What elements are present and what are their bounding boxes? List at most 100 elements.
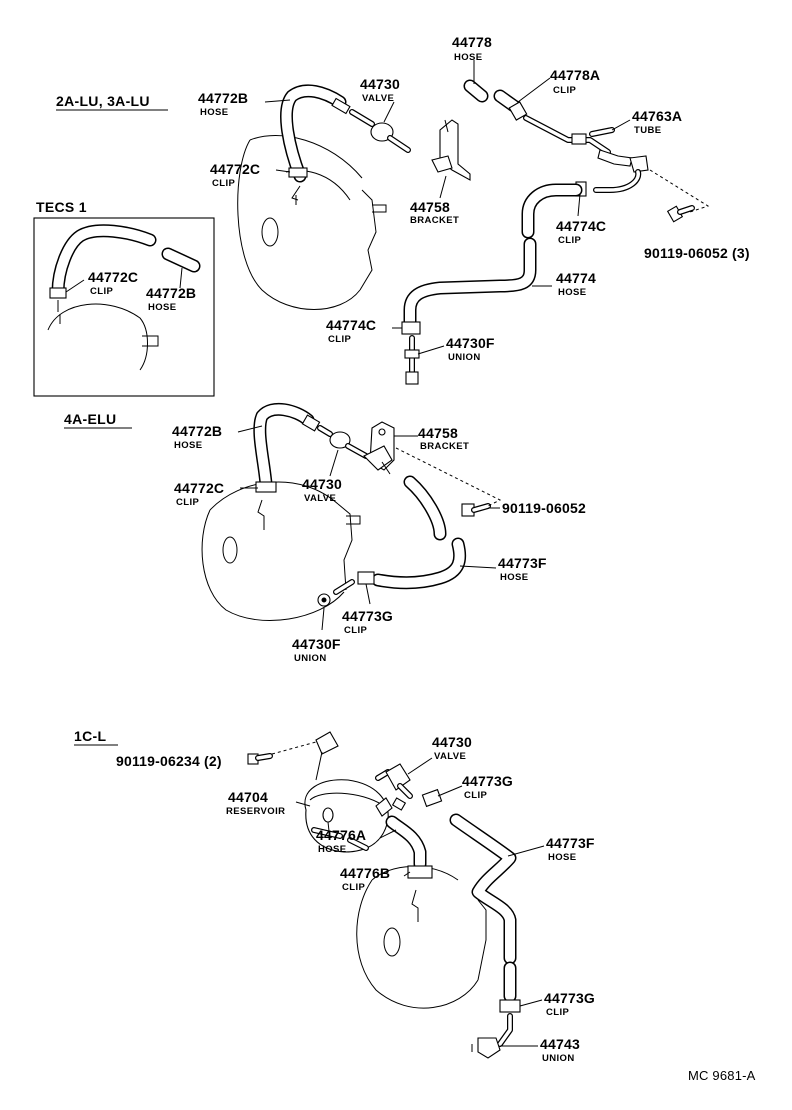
callout-part-name: CLIP [90,286,114,297]
hose-44773f-drawing [449,813,521,1059]
bracket-44758-drawing [431,119,471,181]
callout-part-name: HOSE [500,572,529,583]
callout-part-number: 44773G [462,773,513,789]
leader-lines [264,60,631,355]
valve-44730-drawing [317,425,369,459]
callout-part-name: CLIP [212,178,236,189]
callout-part-number: 44773F [498,555,547,571]
callout-part-name: HOSE [558,287,587,298]
callout-part-number: 44730F [446,335,495,351]
callout-part-number: 44772C [210,161,260,177]
callout-part-number: 44773F [546,835,595,851]
tecs-hose-drawing [49,224,201,312]
bracket-44758-drawing [363,421,395,475]
callout-part-number: 44772B [172,423,222,439]
callout-part-name: CLIP [553,85,577,96]
callout-part-name: CLIP [342,882,366,893]
leader-lines [295,757,545,1047]
callout-part-number: 44774C [556,218,606,234]
leader-lines [237,425,500,631]
callout-part-name: CLIP [344,625,368,636]
brake-booster-drawing [356,866,487,1009]
callout-part-number: 44773G [544,990,595,1006]
callout-part-name: CLIP [328,334,352,345]
callout-part-number: 44778 [452,34,492,50]
clip-shape [301,414,321,432]
callout-part-number: 44772C [174,480,224,496]
callout-part-number: 44772C [88,269,138,285]
hose-44773f-drawing [317,475,467,607]
callout-part-name: UNION [448,352,481,363]
hose-44774-drawing [401,169,642,385]
callout-part-number: 44778A [550,67,600,83]
section-4a-elu: 4A-ELU [64,402,586,664]
callout-part-number: 44730 [302,476,342,492]
section-label: 2A-LU, 3A-LU [56,93,150,109]
clip-44778a-shape [508,101,528,121]
callout-part-name: CLIP [176,497,200,508]
callout-part-number: 44743 [540,1036,580,1052]
callout-part-number: 44730F [292,636,341,652]
callout-part-number: 44776B [340,865,390,881]
tecs-leaders [65,267,183,293]
callout-part-number: 44772B [146,285,196,301]
clip-44773g-shape [421,788,443,808]
clip-shape [331,97,351,115]
bolt-90119-06052-drawing [649,169,710,223]
callout-part-number: 44704 [228,789,268,805]
section-label: TECS 1 [36,199,87,215]
hose-44772b-drawing [280,84,351,183]
brake-booster-drawing [201,481,361,621]
bolt-90119-06234-drawing [247,741,317,765]
clip-44773g-lower-shape [499,999,521,1013]
section-1c-l: 1C-L [74,728,595,1064]
callout-part-number: 44730 [432,734,472,750]
callout-part-number: 90119-06052 [502,500,586,516]
callout-part-number: 44763A [632,108,682,124]
callout-part-number: 44758 [418,425,458,441]
clip-44774c-lower-shape [401,321,421,335]
callout-part-number: 90119-06052 (3) [644,245,750,261]
callout-part-name: CLIP [546,1007,570,1018]
callout-part-number: 44774C [326,317,376,333]
section-label: 4A-ELU [64,411,116,427]
bolt-90119-06052-drawing [395,447,502,517]
callout-part-name: HOSE [548,852,577,863]
callout-part-number: 44772B [198,90,248,106]
tecs-booster-drawing [47,303,159,371]
callout-part-name: VALVE [362,93,394,104]
callout-part-name: HOSE [148,302,177,313]
callout-part-number: 90119-06234 (2) [116,753,222,769]
callout-part-number: 44758 [410,199,450,215]
callout-part-name: HOSE [318,844,347,855]
callout-part-name: TUBE [634,125,661,136]
callout-part-number: 44776A [316,827,366,843]
clip-44772c-shape [288,167,308,178]
callout-part-name: BRACKET [420,441,469,452]
callout-part-name: CLIP [464,790,488,801]
callout-part-name: VALVE [434,751,466,762]
clip-shape [49,287,67,299]
callout-part-number: 44773G [342,608,393,624]
clip-44773g-shape [357,571,375,585]
reservoir-44704-drawing [304,731,389,853]
valve-44730-drawing [375,763,413,811]
callout-part-name: BRACKET [410,215,459,226]
callout-part-name: HOSE [200,107,229,118]
valve-44730-drawing [349,109,411,153]
callout-part-name: HOSE [174,440,203,451]
section-label: 1C-L [74,728,106,744]
hose-44778-drawing [463,79,649,173]
hose-44772b-drawing [253,402,321,493]
union-44743-shape [477,1037,501,1059]
diagram-code: MC 9681-A [688,1068,756,1083]
section-2a-lu-3a-lu: 2A-LU, 3A-LU [56,34,750,385]
callout-part-name: HOSE [454,52,483,63]
callout-part-number: 44730 [360,76,400,92]
callout-part-name: CLIP [558,235,582,246]
callout-part-number: 44774 [556,270,596,286]
callout-part-name: UNION [542,1053,575,1064]
clip-44776b-shape [407,865,433,879]
clip-44772c-shape [255,481,277,493]
